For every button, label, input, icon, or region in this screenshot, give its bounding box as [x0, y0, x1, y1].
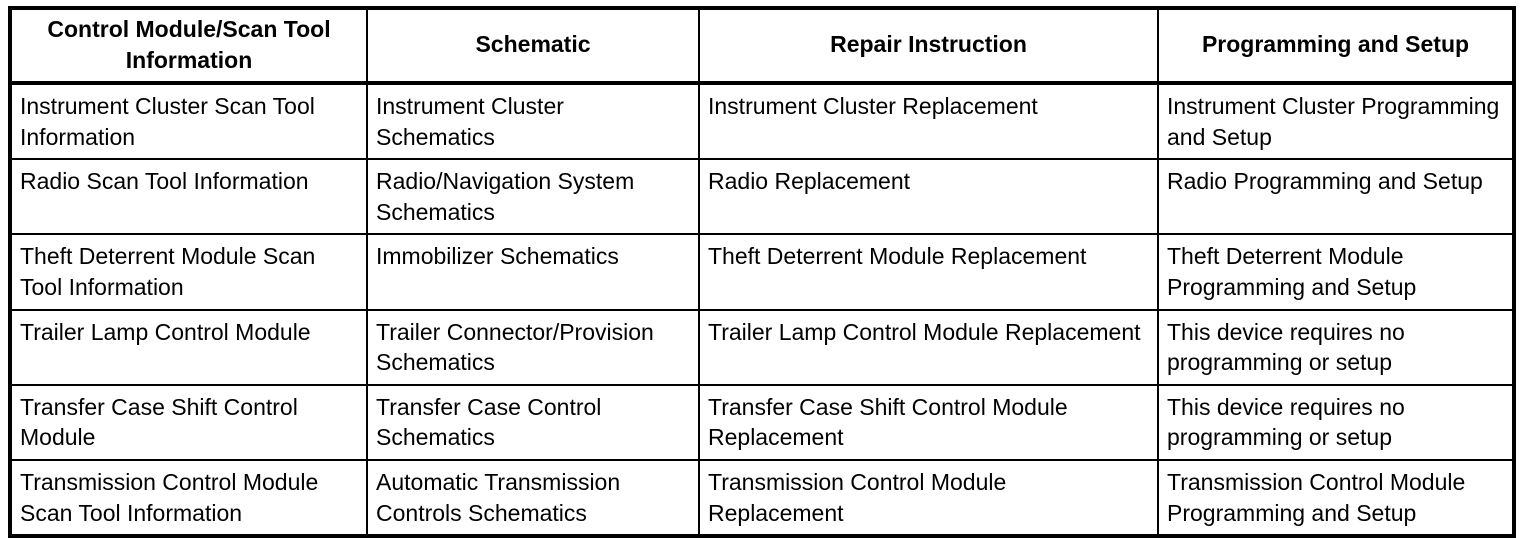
cell-text-repair-instruction: Theft Deterrent Module Replacement — [708, 243, 1087, 270]
cell-text-repair-instruction: Instrument Cluster Replacement — [708, 93, 1038, 120]
cell-text-control-module: Theft Deterrent Module Scan Tool Informa… — [20, 243, 316, 301]
column-header-schematic: Schematic — [367, 8, 700, 86]
cell-text-programming-and-setup: Instrument Cluster Programming and Setup — [1167, 93, 1500, 150]
cell-control-module: Theft Deterrent Module Scan Tool Informa… — [10, 233, 368, 310]
cell-text-programming-and-setup: Radio Programming and Setup — [1167, 168, 1483, 195]
cell-text-control-module: Radio Scan Tool Information — [20, 168, 309, 195]
cell-text-control-module: Trailer Lamp Control Module — [20, 318, 311, 345]
cell-text-programming-and-setup: Theft Deterrent Module Programming and S… — [1167, 243, 1417, 301]
column-header-control-module-label: Control Module/Scan Tool Information — [47, 16, 331, 73]
cell-repair-instruction: Radio Replacement — [699, 158, 1159, 235]
cell-schematic: Transfer Case Control Schematics — [367, 383, 700, 460]
cell-programming-and-setup: Transmission Control Module Programming … — [1158, 458, 1514, 537]
control-module-reference-table: Control Module/Scan Tool Information Sch… — [8, 6, 1516, 538]
cell-control-module: Instrument Cluster Scan Tool Information — [10, 83, 368, 160]
table-row: Transfer Case Shift Control Module Trans… — [10, 383, 1514, 460]
column-header-repair-instruction-label: Repair Instruction — [830, 31, 1027, 58]
table-container: Control Module/Scan Tool Information Sch… — [8, 6, 1516, 538]
cell-schematic: Immobilizer Schematics — [367, 233, 700, 310]
cell-text-schematic: Immobilizer Schematics — [376, 243, 619, 270]
column-header-programming-and-setup: Programming and Setup — [1158, 8, 1514, 86]
cell-schematic: Trailer Connector/Provision Schematics — [367, 308, 700, 385]
cell-control-module: Transmission Control Module Scan Tool In… — [10, 458, 368, 537]
cell-control-module: Transfer Case Shift Control Module — [10, 383, 368, 460]
cell-text-control-module: Transmission Control Module Scan Tool In… — [20, 468, 319, 526]
cell-repair-instruction: Trailer Lamp Control Module Replacement — [699, 308, 1159, 385]
cell-schematic: Radio/Navigation System Schematics — [367, 158, 700, 235]
table-header: Control Module/Scan Tool Information Sch… — [10, 8, 1514, 86]
table-row: Theft Deterrent Module Scan Tool Informa… — [10, 233, 1514, 310]
column-header-programming-and-setup-label: Programming and Setup — [1201, 31, 1470, 58]
cell-text-repair-instruction: Transmission Control Module Replacement — [708, 468, 1007, 526]
table-header-row: Control Module/Scan Tool Information Sch… — [10, 8, 1514, 86]
cell-text-schematic: Instrument Cluster Schematics — [376, 93, 564, 150]
cell-repair-instruction: Transmission Control Module Replacement — [699, 458, 1159, 537]
cell-programming-and-setup: This device requires no programming or s… — [1158, 308, 1514, 385]
cell-programming-and-setup: Theft Deterrent Module Programming and S… — [1158, 233, 1514, 310]
table-row: Radio Scan Tool Information Radio/Naviga… — [10, 158, 1514, 235]
cell-text-programming-and-setup: This device requires no programming or s… — [1167, 318, 1405, 376]
cell-text-schematic: Radio/Navigation System Schematics — [376, 168, 635, 225]
cell-schematic: Instrument Cluster Schematics — [367, 83, 700, 160]
cell-text-repair-instruction: Trailer Lamp Control Module Replacement — [708, 318, 1141, 345]
cell-control-module: Trailer Lamp Control Module — [10, 308, 368, 385]
table-row: Instrument Cluster Scan Tool Information… — [10, 83, 1514, 160]
cell-programming-and-setup: This device requires no programming or s… — [1158, 383, 1514, 460]
table-row: Transmission Control Module Scan Tool In… — [10, 458, 1514, 537]
cell-programming-and-setup: Instrument Cluster Programming and Setup — [1158, 83, 1514, 159]
table-row: Trailer Lamp Control Module Trailer Conn… — [10, 308, 1514, 385]
cell-control-module: Radio Scan Tool Information — [10, 158, 368, 235]
cell-repair-instruction: Transfer Case Shift Control Module Repla… — [699, 383, 1159, 460]
column-header-repair-instruction: Repair Instruction — [699, 8, 1159, 86]
column-header-schematic-label: Schematic — [475, 31, 591, 58]
cell-text-repair-instruction: Radio Replacement — [708, 168, 911, 195]
cell-repair-instruction: Instrument Cluster Replacement — [699, 83, 1159, 160]
cell-text-schematic: Automatic Transmission Controls Schemati… — [376, 468, 621, 526]
cell-programming-and-setup: Radio Programming and Setup — [1158, 158, 1514, 235]
cell-text-control-module: Transfer Case Shift Control Module — [20, 393, 298, 451]
cell-text-control-module: Instrument Cluster Scan Tool Information — [20, 93, 315, 150]
cell-text-programming-and-setup: This device requires no programming or s… — [1167, 393, 1405, 451]
cell-text-schematic: Trailer Connector/Provision Schematics — [376, 318, 654, 376]
cell-schematic: Automatic Transmission Controls Schemati… — [367, 458, 700, 537]
table-body: Instrument Cluster Scan Tool Information… — [10, 83, 1514, 537]
column-header-control-module: Control Module/Scan Tool Information — [10, 8, 368, 86]
cell-text-repair-instruction: Transfer Case Shift Control Module Repla… — [708, 393, 1068, 451]
cell-repair-instruction: Theft Deterrent Module Replacement — [699, 233, 1159, 310]
cell-text-schematic: Transfer Case Control Schematics — [376, 393, 602, 451]
cell-text-programming-and-setup: Transmission Control Module Programming … — [1167, 468, 1466, 526]
